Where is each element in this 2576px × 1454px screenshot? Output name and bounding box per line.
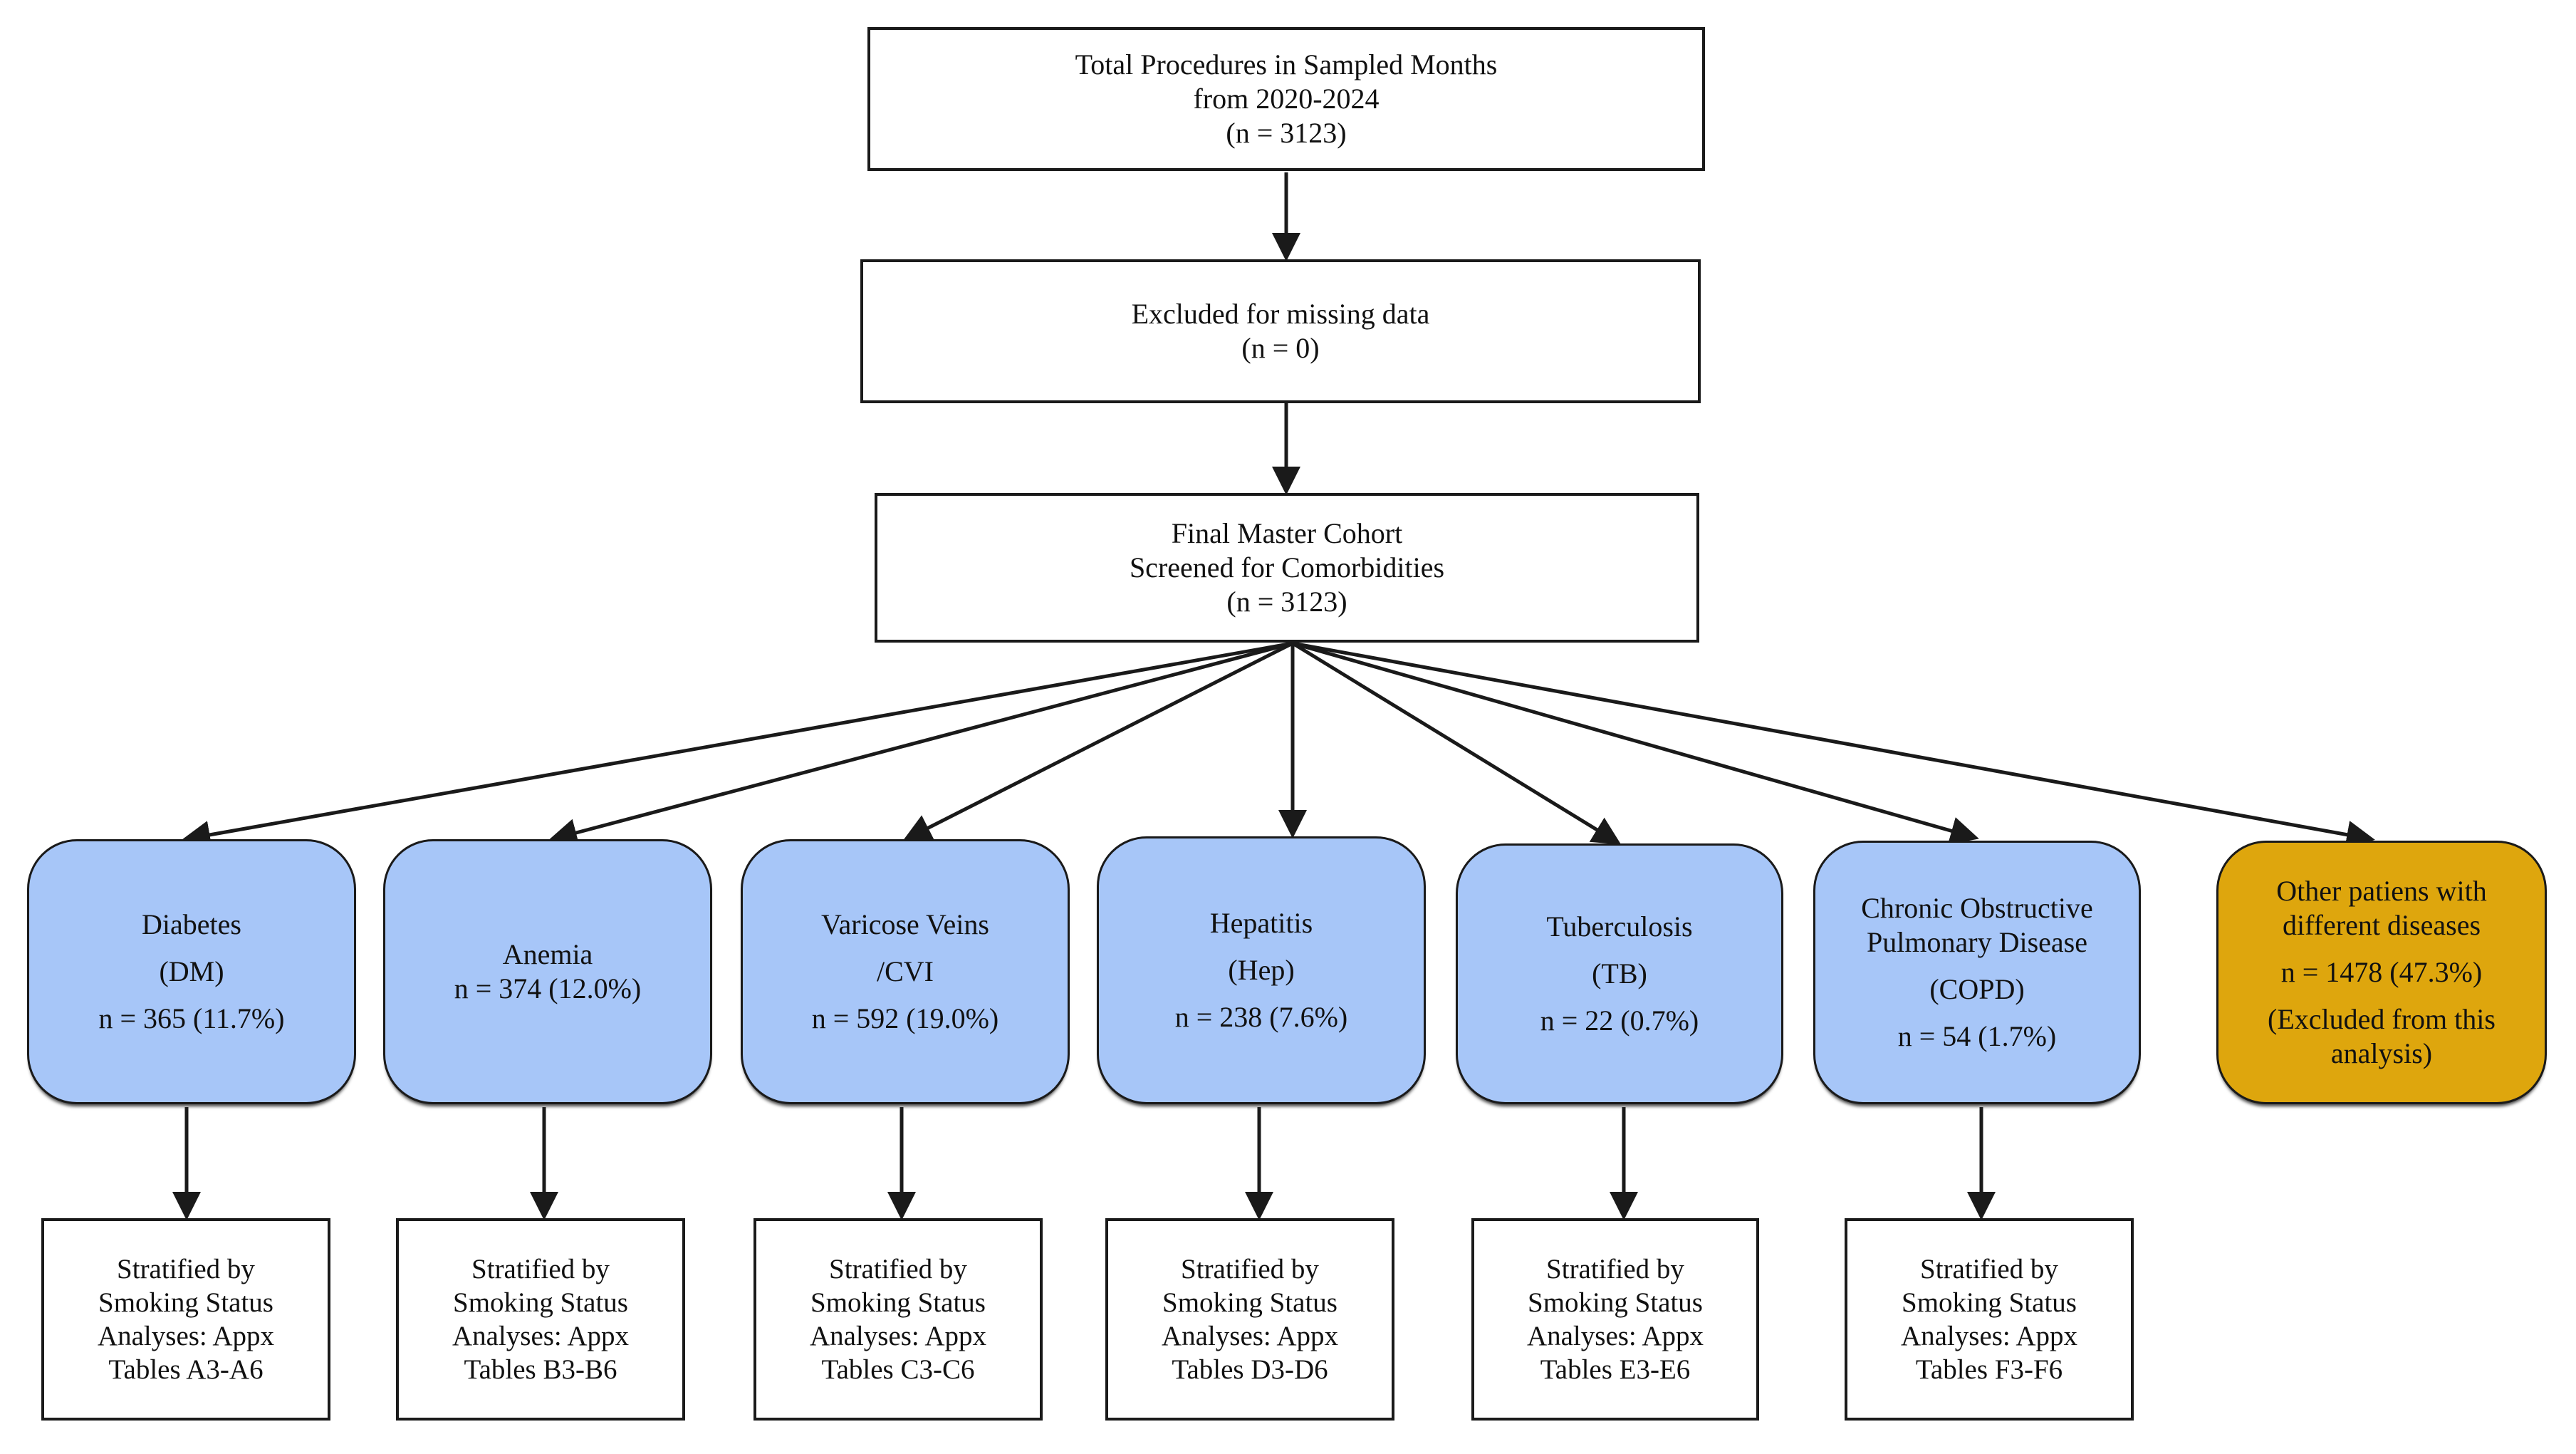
- stratified-line-1: Stratified by: [1920, 1254, 2058, 1284]
- anemia-box: Anemia n = 374 (12.0%): [383, 839, 712, 1104]
- stratified-box-tuberculosis: Stratified by Smoking Status Analyses: A…: [1471, 1218, 1759, 1421]
- total-procedures-line-1: Total Procedures in Sampled Months: [1075, 48, 1498, 81]
- hepatitis-label: Hepatitis: [1209, 907, 1313, 939]
- stratified-line-1: Stratified by: [1546, 1254, 1684, 1284]
- total-procedures-box: Total Procedures in Sampled Months from …: [867, 27, 1705, 171]
- diabetes-box: Diabetes (DM) n = 365 (11.7%): [27, 839, 356, 1104]
- tuberculosis-box: Tuberculosis (TB) n = 22 (0.7%): [1456, 843, 1783, 1104]
- anemia-label: Anemia: [502, 938, 593, 970]
- final-master-cohort-box: Final Master Cohort Screened for Comorbi…: [875, 493, 1699, 643]
- diabetes-abbrev: (DM): [159, 955, 224, 987]
- stratified-tables: Tables F3-F6: [1915, 1354, 2063, 1385]
- hepatitis-count: n = 238 (7.6%): [1174, 1001, 1348, 1033]
- stratified-line-2: Smoking Status: [98, 1287, 273, 1318]
- tuberculosis-abbrev: (TB): [1592, 957, 1647, 990]
- excluded-missing-data-box: Excluded for missing data (n = 0): [860, 259, 1701, 403]
- stratified-box-anemia: Stratified by Smoking Status Analyses: A…: [396, 1218, 685, 1421]
- varicose-veins-label: Varicose Veins: [821, 908, 989, 940]
- other-diseases-count: n = 1478 (47.3%): [2280, 956, 2483, 988]
- arrow-cohort-to-anemia: [548, 641, 1293, 847]
- excluded-missing-data-count: (n = 0): [1241, 332, 1320, 364]
- arrow-cohort-to-tuberculosis: [1291, 641, 1622, 845]
- varicose-veins-abbrev: /CVI: [877, 955, 934, 987]
- stratified-tables: Tables D3-D6: [1172, 1354, 1328, 1385]
- stratified-line-2: Smoking Status: [453, 1287, 628, 1318]
- stratified-line-1: Stratified by: [1181, 1254, 1319, 1284]
- other-diseases-box: Other patiens with different diseases n …: [2216, 841, 2547, 1104]
- stratified-line-3: Analyses: Appx: [97, 1321, 275, 1351]
- other-diseases-note-line-2: analysis): [2330, 1037, 2433, 1069]
- stratified-line-2: Smoking Status: [1528, 1287, 1703, 1318]
- stratified-tables: Tables B3-B6: [464, 1354, 617, 1385]
- other-diseases-line-2: different diseases: [2282, 909, 2481, 941]
- total-procedures-line-2: from 2020-2024: [1193, 83, 1380, 115]
- stratified-line-2: Smoking Status: [1162, 1287, 1337, 1318]
- other-diseases-line-1: Other patiens with: [2276, 875, 2487, 907]
- stratified-line-1: Stratified by: [117, 1254, 255, 1284]
- arrow-cohort-to-varicose: [902, 641, 1294, 841]
- stratified-line-2: Smoking Status: [810, 1287, 986, 1318]
- varicose-veins-count: n = 592 (19.0%): [811, 1002, 999, 1034]
- varicose-veins-box: Varicose Veins /CVI n = 592 (19.0%): [741, 839, 1070, 1104]
- stratified-box-hepatitis: Stratified by Smoking Status Analyses: A…: [1105, 1218, 1394, 1421]
- tuberculosis-label: Tuberculosis: [1546, 910, 1693, 942]
- arrow-cohort-to-other: [1292, 641, 2375, 849]
- stratified-line-3: Analyses: Appx: [1526, 1321, 1704, 1351]
- stratified-tables: Tables E3-E6: [1540, 1354, 1691, 1385]
- stratified-box-varicose: Stratified by Smoking Status Analyses: A…: [753, 1218, 1043, 1421]
- arrow-cohort-to-copd: [1292, 641, 1979, 845]
- excluded-missing-data-label: Excluded for missing data: [1131, 298, 1430, 330]
- copd-count: n = 54 (1.7%): [1897, 1020, 2057, 1052]
- arrow-cohort-to-diabetes: [182, 641, 1293, 849]
- stratified-line-2: Smoking Status: [1902, 1287, 2077, 1318]
- anemia-count: n = 374 (12.0%): [454, 972, 642, 1004]
- copd-abbrev: (COPD): [1929, 973, 2025, 1005]
- final-master-cohort-count: (n = 3123): [1226, 586, 1347, 618]
- tuberculosis-count: n = 22 (0.7%): [1540, 1004, 1699, 1037]
- stratified-line-1: Stratified by: [471, 1254, 610, 1284]
- final-master-cohort-line-2: Screened for Comorbidities: [1129, 551, 1445, 583]
- copd-label-line-2: Pulmonary Disease: [1867, 926, 2087, 958]
- other-diseases-note-line-1: (Excluded from this: [2268, 1003, 2496, 1035]
- stratified-line-3: Analyses: Appx: [452, 1321, 630, 1351]
- stratified-line-1: Stratified by: [829, 1254, 967, 1284]
- final-master-cohort-line-1: Final Master Cohort: [1171, 517, 1403, 549]
- hepatitis-box: Hepatitis (Hep) n = 238 (7.6%): [1097, 836, 1426, 1104]
- hepatitis-abbrev: (Hep): [1228, 954, 1295, 986]
- copd-label-line-1: Chronic Obstructive: [1861, 892, 2093, 924]
- stratified-line-3: Analyses: Appx: [1900, 1321, 2078, 1351]
- diabetes-count: n = 365 (11.7%): [98, 1002, 285, 1034]
- copd-box: Chronic Obstructive Pulmonary Disease (C…: [1813, 841, 2141, 1104]
- stratified-line-3: Analyses: Appx: [1161, 1321, 1339, 1351]
- stratified-line-3: Analyses: Appx: [809, 1321, 987, 1351]
- stratified-box-copd: Stratified by Smoking Status Analyses: A…: [1845, 1218, 2134, 1421]
- stratified-box-diabetes: Stratified by Smoking Status Analyses: A…: [41, 1218, 330, 1421]
- stratified-tables: Tables C3-C6: [821, 1354, 975, 1385]
- total-procedures-count: (n = 3123): [1226, 117, 1347, 149]
- stratified-tables: Tables A3-A6: [108, 1354, 264, 1385]
- diabetes-label: Diabetes: [142, 908, 241, 940]
